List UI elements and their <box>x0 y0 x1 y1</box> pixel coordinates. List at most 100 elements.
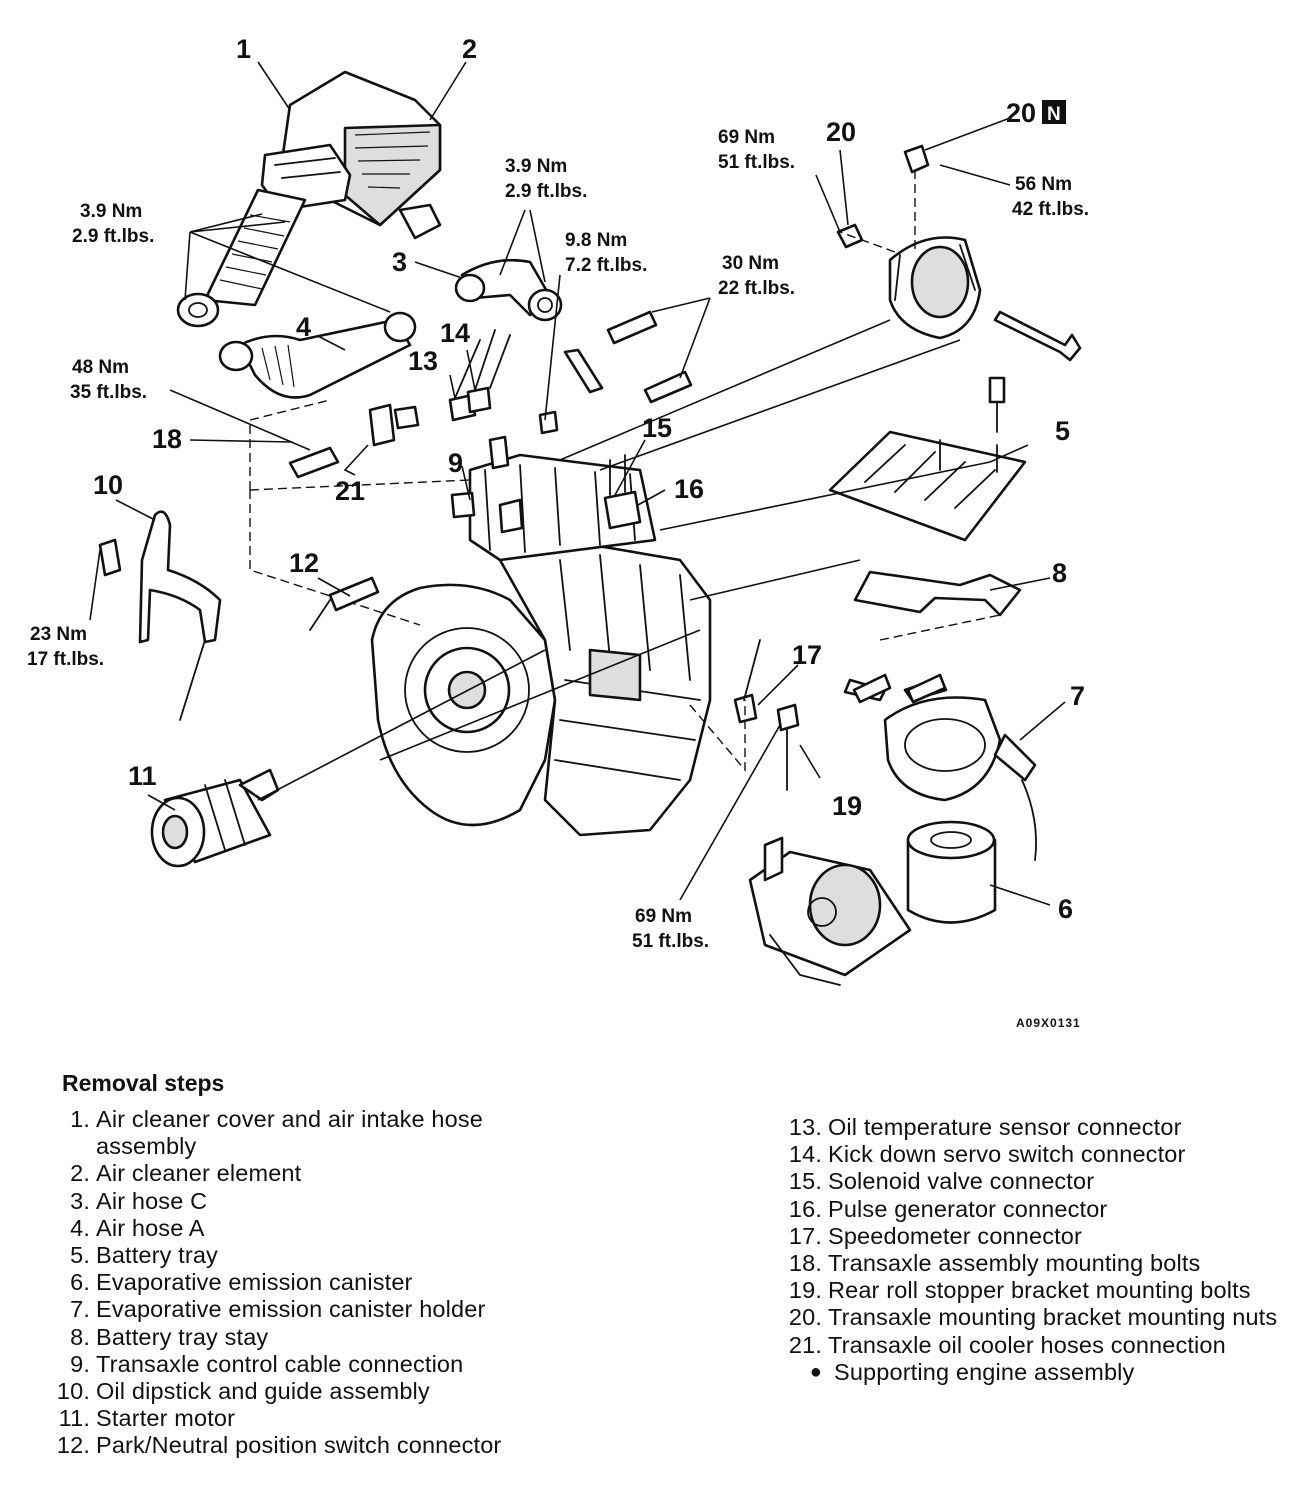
step-number: 10. <box>56 1378 90 1405</box>
starter-motor <box>150 768 280 868</box>
removal-step-item: 12.Park/Neutral position switch connecto… <box>40 1432 540 1459</box>
step-text: Air cleaner cover and air intake hose as… <box>96 1106 483 1160</box>
torque-69-top-ft: 51 ft.lbs. <box>718 152 795 173</box>
air-intake-hose <box>176 188 307 328</box>
evaporative-emission-canister <box>906 820 997 924</box>
torque-48-ft: 35 ft.lbs. <box>70 382 147 403</box>
torque-69-bottom-ft: 51 ft.lbs. <box>632 931 709 952</box>
step-number: 17. <box>788 1222 822 1249</box>
torque-air-hose-c-nm: 3.9 Nm <box>505 156 567 177</box>
removal-step-item: 10.Oil dipstick and guide assembly <box>40 1378 540 1405</box>
removal-step-item: 11.Starter motor <box>40 1405 540 1432</box>
step-text: Transaxle mounting bracket mounting nuts <box>828 1304 1278 1331</box>
torque-air-hose-ft: 2.9 ft.lbs. <box>72 226 154 247</box>
step-text: Transaxle oil cooler hoses connection <box>828 1331 1226 1358</box>
removal-step-item: 18.Transaxle assembly mounting bolts <box>772 1250 1292 1277</box>
battery-tray-stay <box>853 570 1022 617</box>
step-number: 9. <box>70 1350 90 1377</box>
removal-step-item: 16.Pulse generator connector <box>772 1196 1292 1223</box>
oil-dipstick-guide <box>98 510 222 721</box>
torque-56-ft: 42 ft.lbs. <box>1012 199 1089 220</box>
supporting-engine-item: ●Supporting engine assembly <box>772 1359 1292 1386</box>
step-text: Solenoid valve connector <box>828 1168 1095 1195</box>
callout-19: 19 <box>832 791 862 821</box>
transaxle-mounting-bracket <box>836 144 1082 362</box>
non-reusable-mark-box <box>1042 100 1066 124</box>
rear-roll-stopper-bracket <box>748 836 912 986</box>
callout-13: 13 <box>408 346 438 376</box>
step-number: 2. <box>70 1160 90 1187</box>
callout-2: 2 <box>462 34 477 64</box>
torque-23-nm: 23 Nm <box>30 624 87 645</box>
callout-11: 11 <box>128 761 157 791</box>
callout-15: 15 <box>642 413 672 443</box>
step-number: 3. <box>70 1187 90 1214</box>
torque-69-top-nm: 69 Nm <box>718 127 775 148</box>
callout-8: 8 <box>1052 558 1067 588</box>
callout-6: 6 <box>1058 894 1073 924</box>
transaxle-removal-diagram: 1 2 3 4 5 6 7 8 9 10 11 12 13 14 15 16 1… <box>27 34 1089 1030</box>
step-text: Kick down servo switch connector <box>828 1141 1186 1168</box>
step-text: Oil temperature sensor connector <box>828 1114 1182 1140</box>
assembly-lines <box>257 170 1001 801</box>
step-text: Air hose C <box>96 1187 208 1214</box>
step-number: 16. <box>788 1195 822 1222</box>
callout-3: 3 <box>392 247 407 277</box>
reference-outline <box>249 399 471 626</box>
torque-9-8-nm: 9.8 Nm <box>565 230 627 251</box>
step-text: Battery tray <box>96 1242 218 1269</box>
bolts <box>288 310 947 704</box>
torque-69-bottom-nm: 69 Nm <box>635 906 692 927</box>
torque-30-nm: 30 Nm <box>722 253 779 274</box>
torque-air-hose-c-ft: 2.9 ft.lbs. <box>505 181 587 202</box>
removal-steps-list-left: 1.Air cleaner cover and air intake hose … <box>40 1106 540 1460</box>
removal-step-item: 8.Battery tray stay <box>40 1324 540 1351</box>
non-reusable-mark: N <box>1047 104 1061 125</box>
removal-step-item: 15.Solenoid valve connector <box>772 1168 1292 1195</box>
removal-step-item: 7.Evaporative emission canister holder <box>40 1296 540 1323</box>
step-text: Starter motor <box>96 1405 236 1432</box>
torque-30-ft: 22 ft.lbs. <box>718 278 795 299</box>
step-text: Air hose A <box>96 1214 205 1241</box>
step-text: Pulse generator connector <box>828 1195 1108 1222</box>
removal-step-item: 3.Air hose C <box>40 1188 540 1215</box>
removal-step-item: 21.Transaxle oil cooler hoses connection <box>772 1332 1292 1359</box>
removal-step-item: 14.Kick down servo switch connector <box>772 1141 1292 1168</box>
step-number: 18. <box>788 1250 822 1277</box>
step-text: Evaporative emission canister <box>96 1269 413 1296</box>
callout-17: 17 <box>792 640 822 670</box>
step-number: 15. <box>788 1168 822 1195</box>
torque-56-nm: 56 Nm <box>1015 174 1072 195</box>
removal-step-item: 9.Transaxle control cable connection <box>40 1351 540 1378</box>
step-number: 1. <box>70 1106 90 1132</box>
step-text: Supporting engine assembly <box>834 1358 1135 1385</box>
air-hose-c <box>454 258 563 322</box>
callout-21: 21 <box>335 476 365 506</box>
callout-5: 5 <box>1055 416 1070 446</box>
callout-14: 14 <box>440 318 470 348</box>
step-text: Speedometer connector <box>828 1222 1082 1249</box>
torque-9-8-ft: 7.2 ft.lbs. <box>565 255 647 276</box>
removal-step-item: 20.Transaxle mounting bracket mounting n… <box>772 1304 1292 1331</box>
step-number: 4. <box>70 1214 90 1241</box>
callout-20-right: 20 <box>1006 98 1036 128</box>
step-text: Transaxle control cable connection <box>96 1350 464 1377</box>
step-number: 12. <box>56 1432 90 1459</box>
step-number: 21. <box>788 1331 822 1358</box>
callout-18: 18 <box>152 424 182 454</box>
torque-air-hose-nm: 3.9 Nm <box>80 201 142 222</box>
removal-step-item: 1.Air cleaner cover and air intake hose … <box>40 1106 540 1160</box>
removal-step-item: 17.Speedometer connector <box>772 1223 1292 1250</box>
step-number: 5. <box>70 1242 90 1269</box>
air-hose-a <box>218 311 417 399</box>
transaxle-assembly <box>370 453 712 837</box>
step-text: Transaxle assembly mounting bolts <box>828 1250 1201 1277</box>
step-number: 7. <box>70 1296 90 1323</box>
removal-step-item: 2.Air cleaner element <box>40 1160 540 1187</box>
step-text: Park/Neutral position switch connector <box>96 1432 502 1459</box>
removal-step-item: 4.Air hose A <box>40 1215 540 1242</box>
removal-step-item: 6.Evaporative emission canister <box>40 1269 540 1296</box>
leader-lines <box>89 61 1066 906</box>
callout-7: 7 <box>1070 681 1085 711</box>
